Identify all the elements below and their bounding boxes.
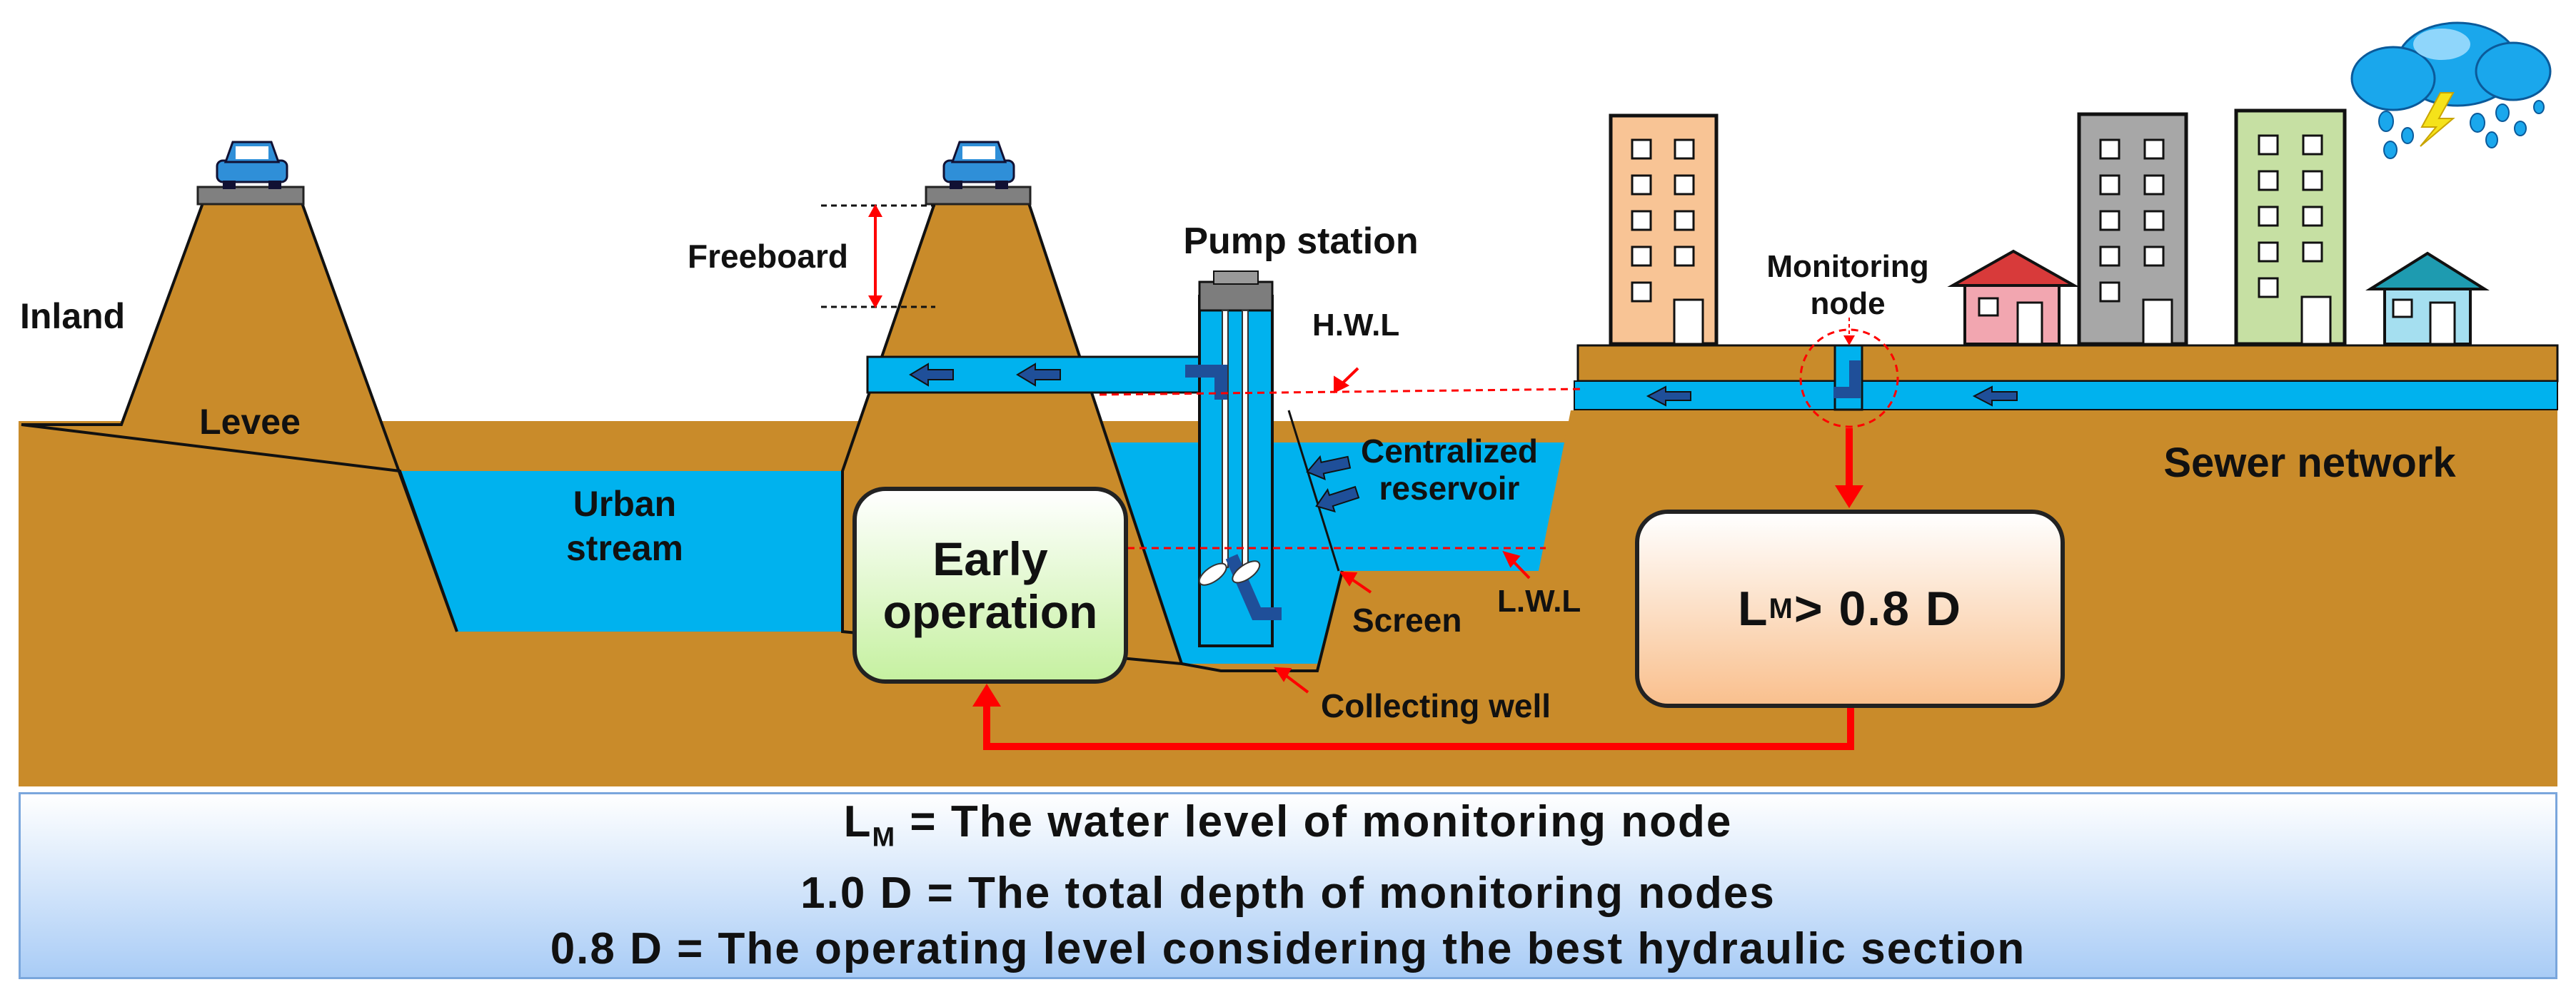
early-operation-line-1: Early — [932, 532, 1048, 585]
legend-line-1-text: = The water level of monitoring node — [896, 797, 1733, 847]
label-inland: Inland — [20, 296, 125, 336]
building-orange — [1609, 113, 1719, 346]
label-hwl: H.W.L — [1312, 308, 1399, 343]
legend-panel: LM = The water level of monitoring node … — [19, 792, 2557, 979]
legend-line-2: 1.0 D = The total depth of monitoring no… — [800, 868, 1776, 918]
car-center-icon — [942, 141, 1015, 189]
sewer-pipe — [1574, 380, 2558, 410]
monitoring-elbow — [1833, 360, 1861, 398]
label-lwl: L.W.L — [1497, 584, 1581, 619]
condition-sub: M — [1769, 592, 1794, 624]
label-screen: Screen — [1352, 602, 1461, 639]
label-freeboard: Freeboard — [688, 238, 848, 275]
building-green — [2234, 108, 2347, 346]
condition-var: L — [1737, 582, 1769, 636]
early-operation-line-2: operation — [882, 585, 1098, 638]
monitoring-pointer-head — [1843, 335, 1855, 345]
legend-sub: M — [872, 822, 897, 853]
collecting-well — [1181, 570, 1344, 672]
legend-var: L — [843, 797, 872, 847]
label-urban-stream-2: stream — [566, 528, 683, 568]
urban-stream-water — [400, 471, 842, 632]
label-levee: Levee — [199, 402, 301, 442]
label-urban-stream-1: Urban — [573, 484, 676, 524]
building-gray — [2077, 112, 2188, 346]
house-blue — [2365, 251, 2490, 345]
label-centralized-reservoir-2: reservoir — [1379, 470, 1520, 507]
freeboard-dimension — [821, 204, 935, 308]
label-pump-station: Pump station — [1183, 221, 1418, 262]
condition-rest: > 0.8 D — [1793, 582, 1962, 636]
monitoring-node-circle — [1799, 328, 1899, 428]
flow-arrows-reservoir — [1306, 455, 1360, 513]
road-left — [196, 186, 305, 206]
flow-arrows-discharge — [909, 363, 1061, 387]
label-monitoring-node-2: node — [1810, 286, 1885, 321]
legend-line-1: LM = The water level of monitoring node — [844, 794, 1733, 865]
pump-station — [1185, 270, 1282, 647]
flow-arrows-sewer — [1646, 385, 2018, 407]
rain-cloud-icon — [2350, 21, 2552, 159]
pump-impeller-icon — [1198, 560, 1261, 586]
legend-line-3: 0.8 D = The operating level considering … — [550, 923, 2026, 973]
early-operation-box: Early operation — [852, 487, 1128, 684]
label-centralized-reservoir-1: Centralized — [1361, 432, 1538, 470]
car-left-icon — [216, 141, 288, 189]
hwl-line — [1099, 388, 1586, 396]
label-monitoring-node-1: Monitoring — [1766, 249, 1928, 284]
sewer-top-ground — [1576, 344, 2559, 383]
control-arrow — [972, 428, 1863, 750]
screen-line — [1287, 410, 1340, 572]
house-red — [1947, 249, 2080, 345]
road-center — [925, 186, 1032, 206]
label-sewer-network: Sewer network — [2163, 440, 2456, 486]
label-pointers — [1274, 367, 1531, 694]
label-collecting-well: Collecting well — [1321, 687, 1551, 724]
